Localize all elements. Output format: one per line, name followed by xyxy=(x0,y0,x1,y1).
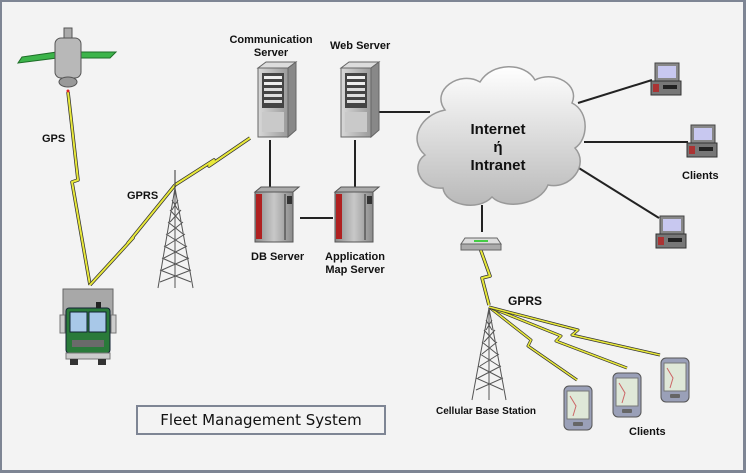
wireless-links xyxy=(66,91,661,382)
pda-icon xyxy=(612,372,642,418)
desktop-computer-icon xyxy=(655,215,687,249)
gps-label: GPS xyxy=(42,133,66,145)
internet-label-line1: Internet xyxy=(470,121,526,138)
web-server-label: Web Server xyxy=(330,40,391,52)
signal-truck-tower xyxy=(88,183,177,287)
communication-server-label: Communication Server xyxy=(229,34,313,60)
mobile-clients-label: Clients xyxy=(629,426,666,438)
cellular-base-station-label: Cellular Base Station xyxy=(436,406,537,417)
gprs-left-label: GPRS xyxy=(127,190,159,202)
communication-server-label-line1: Communication xyxy=(229,34,313,46)
signal-tower-comm xyxy=(174,136,251,187)
internet-label-line2: ή xyxy=(493,139,503,156)
signal-tower-pda1 xyxy=(488,305,578,382)
diagram-title: Fleet Management System xyxy=(136,405,386,435)
router-icon xyxy=(460,237,502,251)
signal-tower-pda3 xyxy=(488,305,661,357)
wired-links xyxy=(269,79,688,232)
signal-gps xyxy=(66,91,92,286)
signal-router-tower xyxy=(478,247,492,306)
link-cloud-client1 xyxy=(577,79,653,104)
internet-label-line3: Intranet xyxy=(470,157,526,174)
cloud-icon xyxy=(416,66,586,206)
desktop-computer-icon xyxy=(686,124,718,158)
cell-tower-icon xyxy=(157,170,194,289)
web-server-icon xyxy=(339,61,381,139)
db-server-icon xyxy=(253,186,301,243)
signal-tower-pda2 xyxy=(488,305,628,370)
app-map-server-label: Application Map Server xyxy=(324,251,386,277)
desktop-computer-icon xyxy=(650,62,682,96)
link-cloud-client3 xyxy=(573,164,660,219)
communication-server-icon xyxy=(256,61,298,139)
gprs-right-label: GPRS xyxy=(508,294,543,308)
app-map-server-label-line2: Map Server xyxy=(325,264,385,276)
cell-tower-icon xyxy=(471,307,507,401)
pda-icon xyxy=(563,385,593,431)
app-map-server-label-line1: Application xyxy=(325,251,385,263)
communication-server-label-line2: Server xyxy=(253,47,289,59)
app-map-server-icon xyxy=(333,186,381,243)
db-server-label: DB Server xyxy=(251,251,305,263)
desktop-clients-label: Clients xyxy=(682,170,719,182)
internet-intranet-label: Internet ή Intranet xyxy=(458,121,538,175)
pda-icon xyxy=(660,357,690,403)
satellite-icon xyxy=(16,27,118,93)
truck-icon xyxy=(59,288,117,365)
